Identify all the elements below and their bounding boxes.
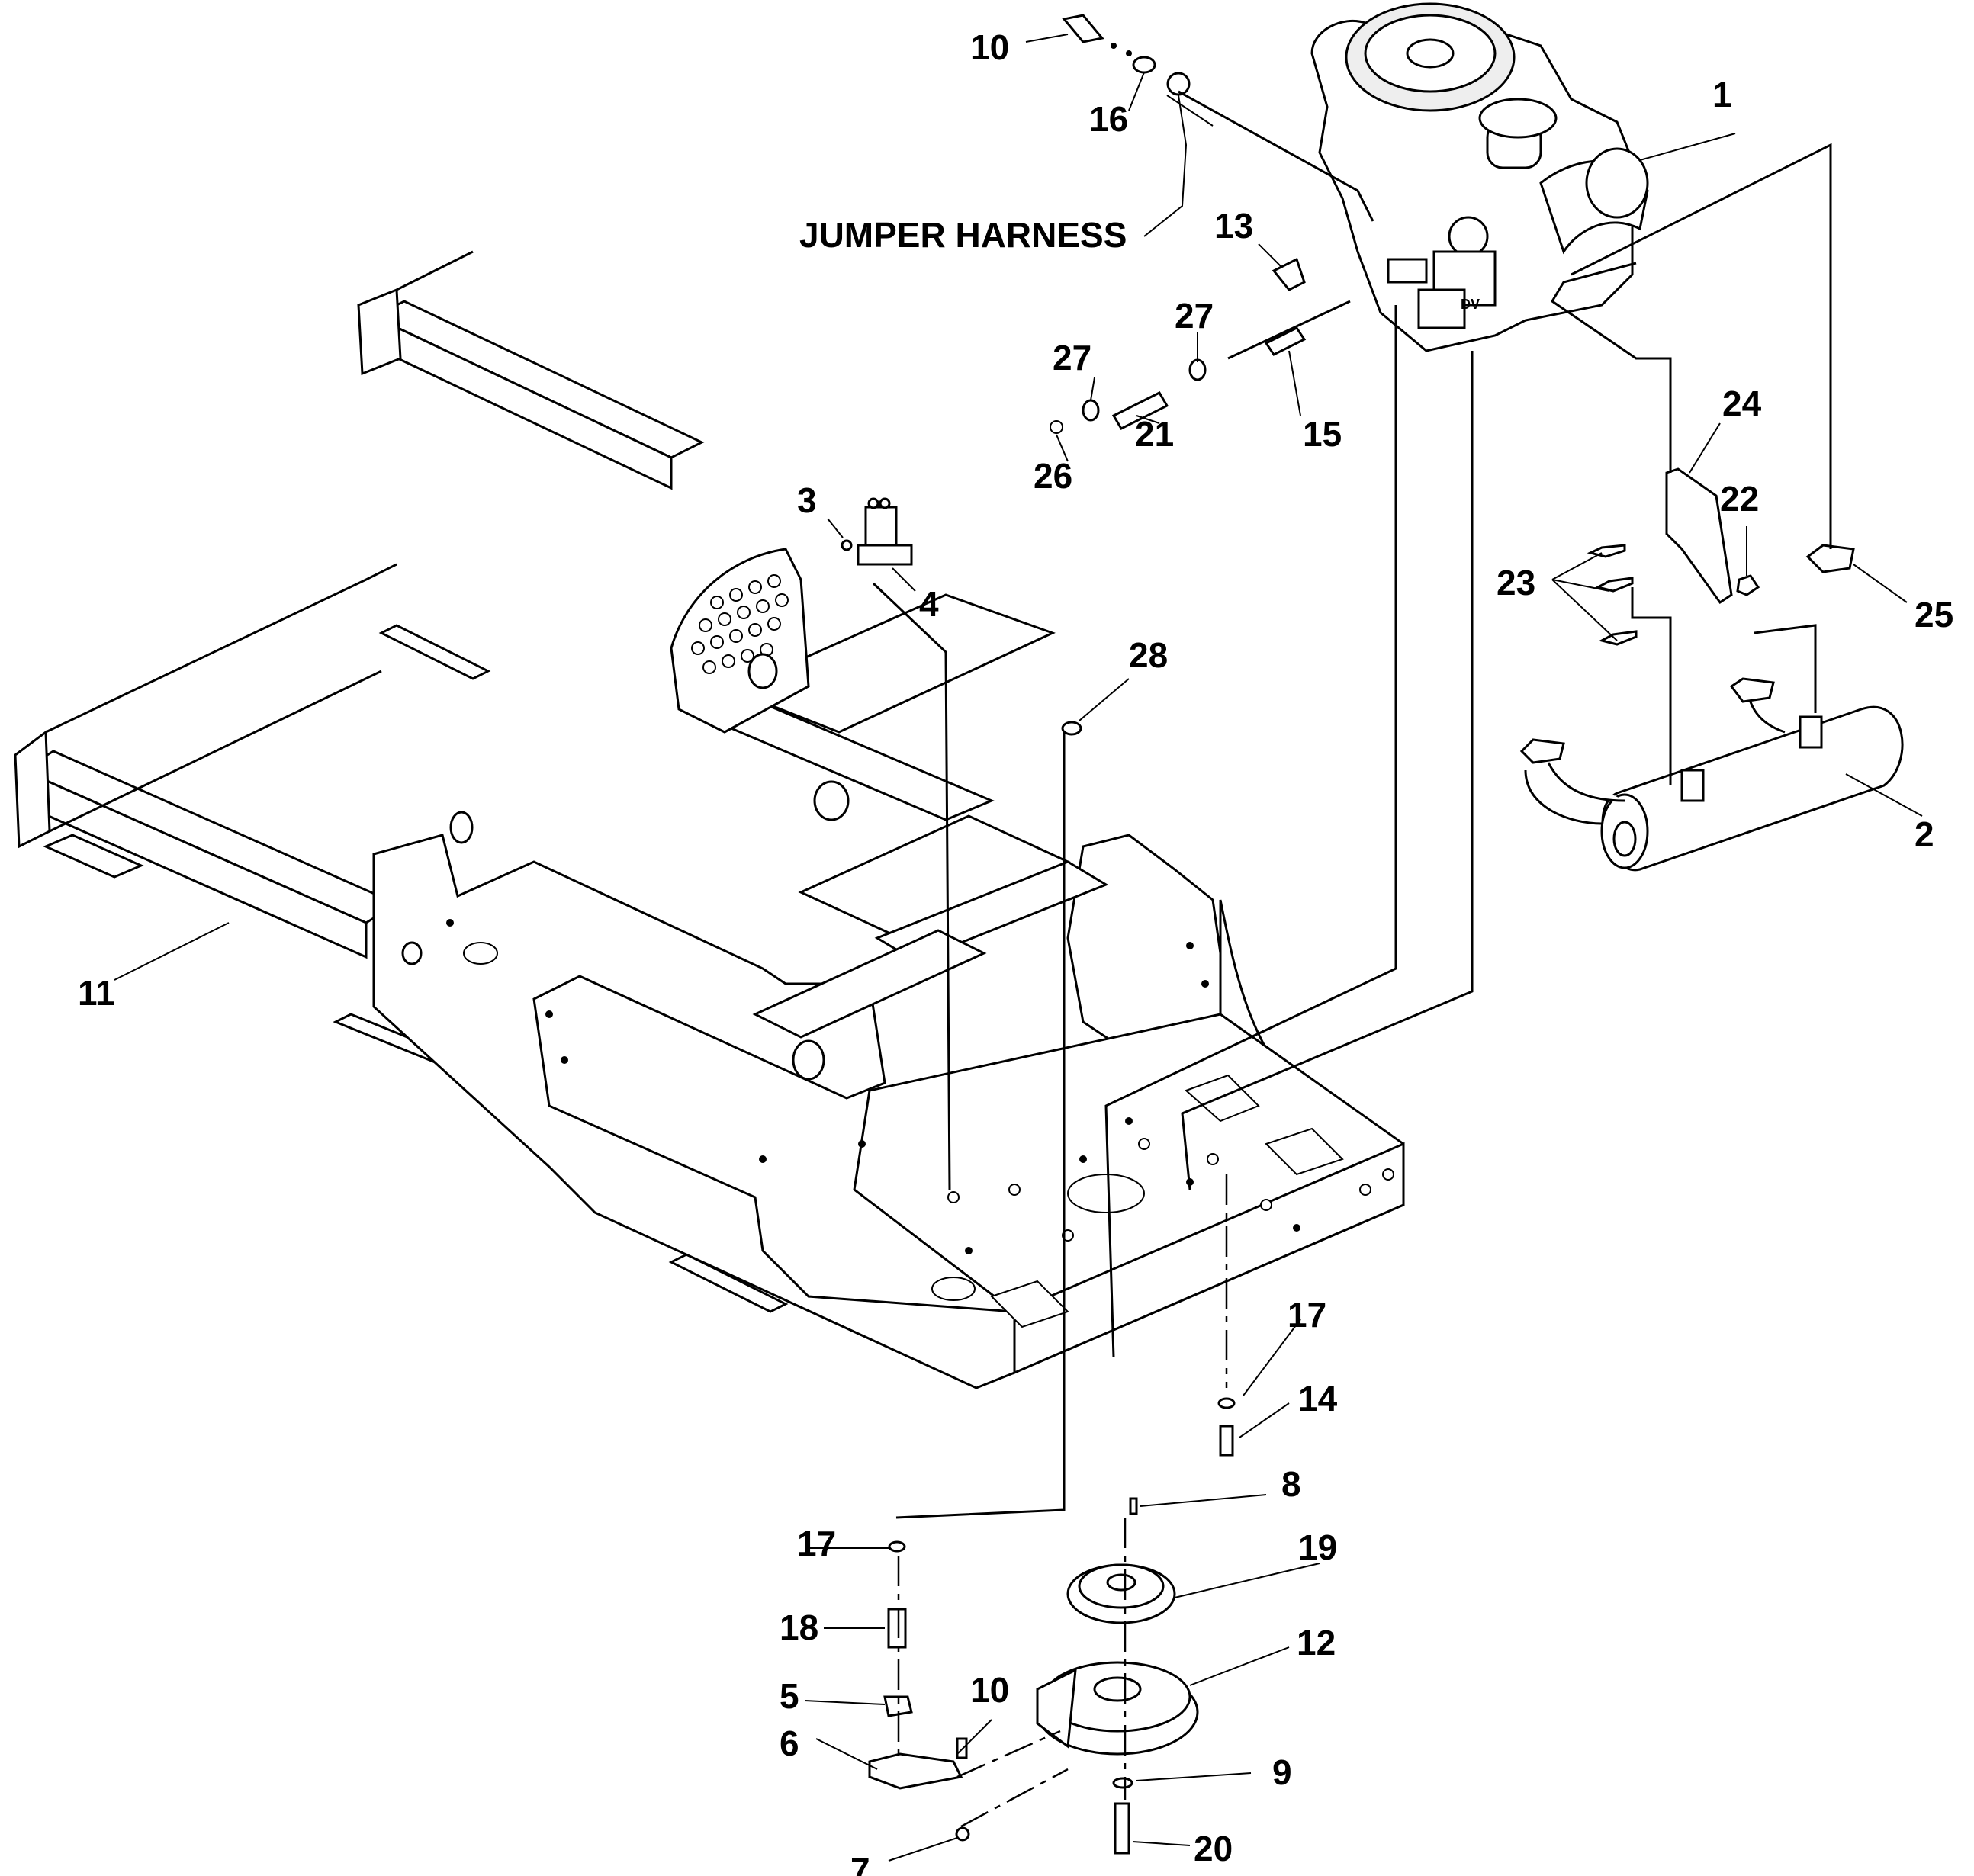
callout-7: 7 <box>850 1850 870 1876</box>
callout-21: 21 <box>1135 414 1174 454</box>
nut-7 <box>955 1826 970 1842</box>
callout-10-top: 10 <box>970 27 1009 67</box>
fitting-15 <box>1264 326 1307 356</box>
callout-26: 26 <box>1034 456 1072 496</box>
callout-3: 3 <box>797 480 817 520</box>
exhaust-gasket <box>1805 544 1855 573</box>
callout-6: 6 <box>780 1723 799 1763</box>
engine: DV <box>1310 2 1649 352</box>
callout-17-upper: 17 <box>1288 1295 1326 1335</box>
callout-12: 12 <box>1297 1623 1336 1662</box>
callout-8: 8 <box>1281 1464 1301 1504</box>
jumper-harness-label: JUMPER HARNESS <box>799 215 1127 255</box>
bolt-20 <box>1114 1802 1130 1855</box>
pto-clutch <box>1036 1563 1199 1756</box>
muffler-bracket <box>1665 467 1733 605</box>
nut-5 <box>883 1695 913 1717</box>
clamp-27 <box>1188 358 1207 381</box>
callout-25: 25 <box>1915 595 1953 634</box>
callout-2: 2 <box>1915 814 1934 854</box>
bolt-10b <box>956 1737 968 1759</box>
callout-15: 15 <box>1303 414 1342 454</box>
callout-28: 28 <box>1129 635 1168 675</box>
callout-24: 24 <box>1722 384 1762 423</box>
spacer-18 <box>887 1608 907 1649</box>
washer-9 <box>1112 1777 1133 1789</box>
callout-20: 20 <box>1194 1829 1233 1868</box>
cap-26 <box>1050 420 1063 434</box>
key-8 <box>1129 1497 1138 1515</box>
engine-decal: DV <box>1461 297 1480 312</box>
screw-3 <box>841 539 853 551</box>
leader-lines <box>114 34 1923 1862</box>
chassis-frame <box>14 250 1405 1389</box>
bracket-6 <box>868 1752 963 1790</box>
callout-22: 22 <box>1720 479 1759 519</box>
callout-14: 14 <box>1298 1379 1338 1418</box>
bolts-23 <box>1587 544 1638 646</box>
callout-16: 16 <box>1089 99 1128 139</box>
callout-4: 4 <box>919 584 939 624</box>
callout-5: 5 <box>780 1676 799 1716</box>
callout-18: 18 <box>780 1608 818 1647</box>
callout-13: 13 <box>1214 206 1253 246</box>
bolt-14 <box>1219 1425 1234 1457</box>
solenoid <box>841 497 913 566</box>
harness-hardware <box>1062 14 1191 96</box>
callout-27-right: 27 <box>1175 296 1214 336</box>
assembly-lines <box>872 90 1832 1828</box>
callout-9: 9 <box>1272 1752 1292 1792</box>
washer-17a <box>1217 1397 1236 1409</box>
plug-28 <box>1061 721 1082 736</box>
muffler <box>1519 677 1904 872</box>
callout-19: 19 <box>1298 1527 1337 1567</box>
callout-1: 1 <box>1712 75 1732 114</box>
callout-23: 23 <box>1497 563 1535 602</box>
washer-17b <box>888 1540 906 1553</box>
clamp-27 <box>1082 399 1100 422</box>
callout-17-lower: 17 <box>797 1524 836 1563</box>
hose-21 <box>1111 391 1169 430</box>
callout-10-bottom: 10 <box>970 1670 1009 1710</box>
nut-22 <box>1736 574 1760 596</box>
callout-27-left: 27 <box>1053 338 1091 377</box>
callout-11: 11 <box>78 973 115 1013</box>
